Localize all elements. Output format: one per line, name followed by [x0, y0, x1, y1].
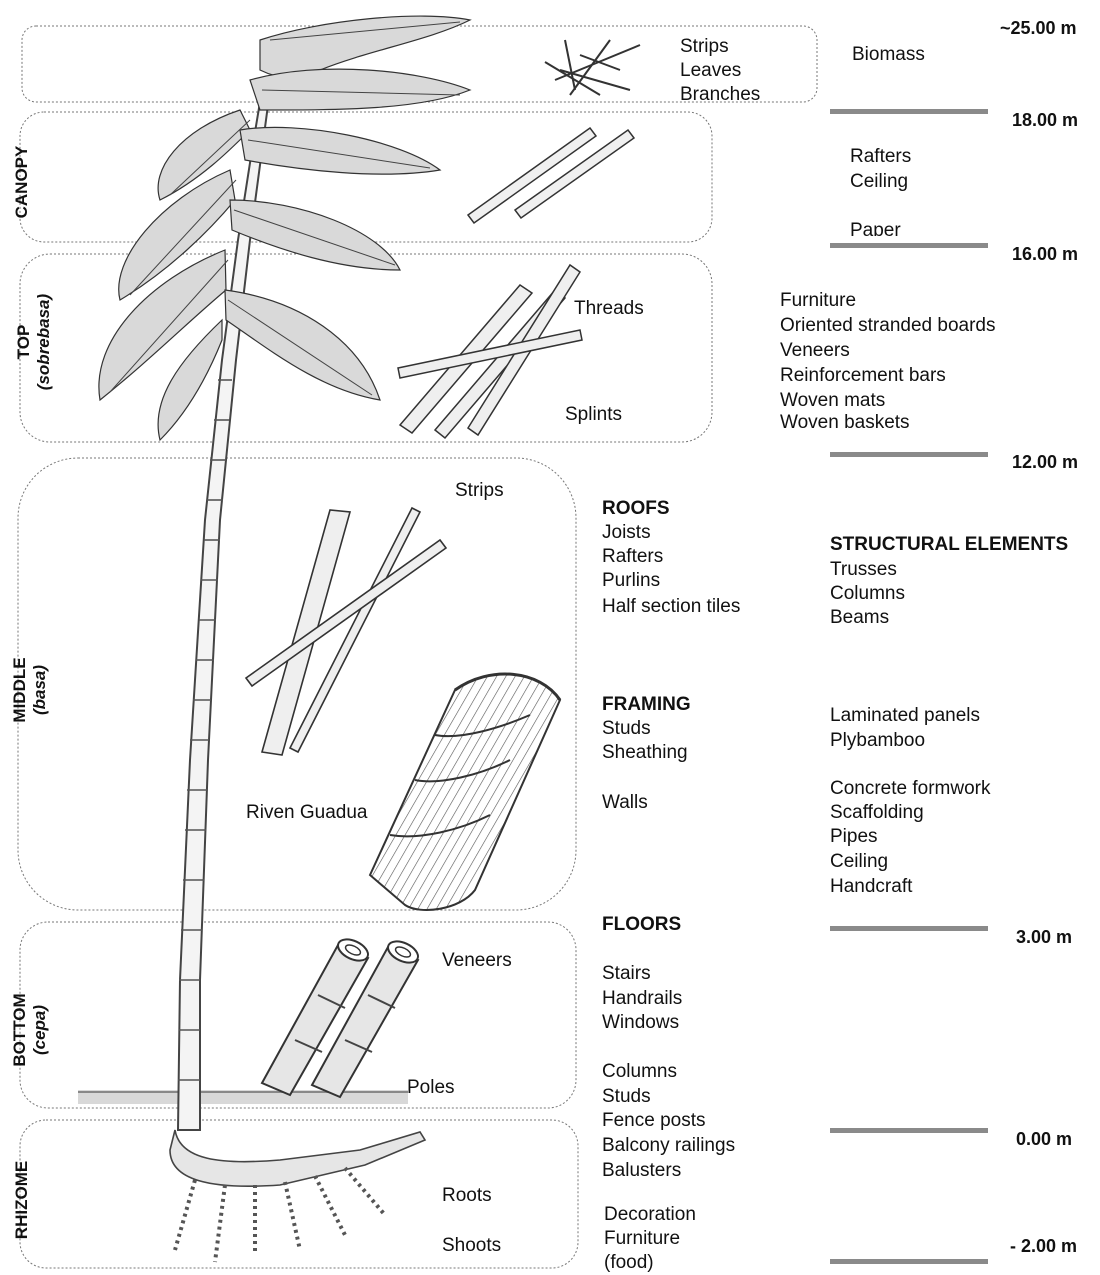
height-marker-3 [830, 926, 988, 931]
use-bottom-1: Studs [602, 1084, 651, 1109]
segment-middle-label: MIDDLE (basa) [10, 657, 50, 722]
use-canopy-1: Ceiling [850, 169, 908, 194]
use-misc-0: Concrete formwork [830, 776, 991, 801]
framing-title: FRAMING [602, 692, 691, 717]
use-top-0: Furniture [780, 288, 856, 313]
use-roofs-1: Rafters [602, 544, 663, 569]
use-framing-0: Studs [602, 716, 651, 741]
use-panels-1: Plybamboo [830, 728, 925, 753]
height-18: 18.00 m [1012, 110, 1078, 131]
segment-rhizome-label: RHIZOME [12, 1161, 32, 1239]
part-branches: Branches [680, 82, 760, 107]
floors-title: FLOORS [602, 912, 681, 937]
use-rhizome-2: (food) [604, 1250, 654, 1275]
use-canopy-2: Paper [850, 218, 901, 236]
part-riven-guadua: Riven Guadua [246, 800, 367, 825]
use-floors-1: Handrails [602, 986, 682, 1011]
height-marker-12 [830, 452, 988, 457]
part-threads: Threads [574, 296, 644, 321]
use-misc-3: Ceiling [830, 849, 888, 874]
strips-leaves-sketch [545, 40, 640, 95]
bamboo-foliage [99, 16, 470, 440]
height-marker-18 [830, 109, 988, 114]
use-misc-4: Handcraft [830, 874, 912, 899]
use-framing-1: Sheathing [602, 740, 688, 765]
use-top-2: Veneers [780, 338, 850, 363]
use-roofs-2: Purlins [602, 568, 660, 593]
structural-title: STRUCTURAL ELEMENTS [830, 532, 1068, 557]
part-strips-middle: Strips [455, 478, 504, 503]
riven-guadua-sketch [370, 674, 560, 910]
use-top-3: Reinforcement bars [780, 363, 946, 388]
use-walls: Walls [602, 790, 648, 815]
segment-bottom-label: BOTTOM (cepa) [10, 993, 50, 1066]
canopy-poles-sketch [468, 128, 634, 223]
part-poles: Poles [407, 1075, 455, 1100]
use-misc-1: Scaffolding [830, 800, 924, 825]
height-marker-0 [830, 1128, 988, 1133]
part-shoots: Shoots [442, 1233, 501, 1258]
part-leaves: Leaves [680, 58, 741, 83]
height-marker-minus-2 [830, 1259, 988, 1264]
height-12: 12.00 m [1012, 452, 1078, 473]
bottom-poles-sketch [262, 935, 421, 1097]
part-splints: Splints [565, 402, 622, 427]
height-marker-16 [830, 243, 988, 248]
use-floors-0: Stairs [602, 961, 651, 986]
threads-splints-sketch [398, 265, 582, 438]
use-structural-1: Columns [830, 581, 905, 606]
use-roofs-3: Half section tiles [602, 594, 740, 619]
segment-canopy-label: CANOPY [12, 146, 32, 219]
height-0: 0.00 m [1016, 1129, 1072, 1150]
use-canopy-0: Rafters [850, 144, 911, 169]
use-bottom-4: Balusters [602, 1158, 681, 1183]
use-bottom-3: Balcony railings [602, 1133, 735, 1158]
use-structural-2: Beams [830, 605, 889, 630]
use-bottom-2: Fence posts [602, 1108, 706, 1133]
use-floors-2: Windows [602, 1010, 679, 1035]
use-misc-2: Pipes [830, 824, 878, 849]
height-3: 3.00 m [1016, 927, 1072, 948]
middle-strips-sketch [246, 508, 446, 755]
part-strips-top: Strips [680, 34, 729, 59]
use-panels-0: Laminated panels [830, 703, 980, 728]
use-biomass: Biomass [852, 42, 925, 67]
use-top-1: Oriented stranded boards [780, 313, 995, 338]
height-16: 16.00 m [1012, 244, 1078, 265]
part-roots: Roots [442, 1183, 492, 1208]
use-rhizome-1: Furniture [604, 1226, 680, 1251]
use-bottom-0: Columns [602, 1059, 677, 1084]
height-minus-2: - 2.00 m [1010, 1236, 1077, 1257]
segment-top-label: TOP (sobrebasa) [14, 294, 54, 390]
use-roofs-0: Joists [602, 520, 651, 545]
rhizome-sketch [170, 1130, 425, 1186]
height-25: ~25.00 m [1000, 18, 1077, 39]
use-structural-0: Trusses [830, 557, 897, 582]
canopy-box [20, 112, 712, 242]
roofs-title: ROOFS [602, 496, 670, 521]
use-top-5: Woven baskets [780, 410, 910, 435]
part-veneers: Veneers [442, 948, 512, 973]
use-rhizome-0: Decoration [604, 1202, 696, 1227]
